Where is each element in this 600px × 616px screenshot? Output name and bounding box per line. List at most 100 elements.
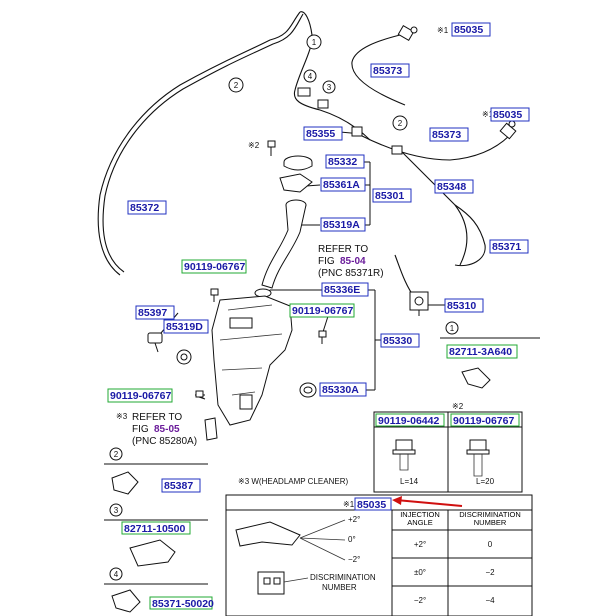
clamp-85387-icon xyxy=(111,471,139,495)
pn-85330: 85330 xyxy=(383,335,412,347)
bolt-20-icon xyxy=(469,439,487,451)
pn-90119-06767-c: 90119-06767 xyxy=(110,390,171,402)
svg-text:−2°: −2° xyxy=(348,555,360,564)
hose-85372 xyxy=(97,11,301,276)
inset-3: 3 82711-10500 xyxy=(104,503,208,567)
svg-text:FIG: FIG xyxy=(132,424,149,435)
disc-label-1: DISCRIMINATION xyxy=(310,573,376,582)
row3-num: −4 xyxy=(485,596,495,605)
row1-num: 0 xyxy=(488,540,493,549)
pn-85035-tbl: 85035 xyxy=(357,499,386,511)
pn-85035-mid: 85035 xyxy=(493,109,522,121)
bolt-small-icon xyxy=(195,288,327,400)
svg-text:※2: ※2 xyxy=(452,402,464,411)
pn-85301: 85301 xyxy=(375,190,404,202)
row3-angle: −2° xyxy=(414,596,426,605)
tank-cap-icon xyxy=(283,155,313,171)
col-injection-angle: INJECTION ANGLE xyxy=(400,511,440,527)
inset-4: 4 85371-50020 xyxy=(104,567,214,613)
pn-85372: 85372 xyxy=(130,202,159,214)
callout-circles: 1 2 4 3 2 xyxy=(228,34,408,131)
svg-text:+2°: +2° xyxy=(348,515,360,524)
nozzle-top-icon xyxy=(397,24,418,42)
bolt-14-icon xyxy=(395,439,413,451)
nozzle-body-icon xyxy=(235,521,301,547)
row2-angle: ±0° xyxy=(414,568,426,577)
bracket-lower-icon xyxy=(204,417,218,441)
svg-text:REFER TO: REFER TO xyxy=(318,244,368,255)
pn-85035-top: 85035 xyxy=(454,24,483,36)
svg-text:85-04: 85-04 xyxy=(340,256,366,267)
pn-82711-3a640: 82711-3A640 xyxy=(449,346,512,358)
clip-50020-icon xyxy=(111,589,141,613)
bracket-icon xyxy=(279,173,313,193)
pn-85310: 85310 xyxy=(447,300,476,312)
svg-text:※3: ※3 xyxy=(116,412,128,421)
svg-text:(PNC 85371R): (PNC 85371R) xyxy=(318,268,384,279)
note-1-mark-b: ※1 xyxy=(482,110,494,119)
red-arrow-icon xyxy=(392,496,463,507)
pn-85332: 85332 xyxy=(328,156,357,168)
pn-90119-06767-d: 90119-06767 xyxy=(453,415,514,427)
washer-pump-icon xyxy=(409,291,429,316)
callout-2b: 2 xyxy=(398,119,403,128)
pn-82711-10500: 82711-10500 xyxy=(124,523,185,535)
callout-3: 3 xyxy=(327,83,332,92)
svg-text:4: 4 xyxy=(114,570,119,579)
pn-85387: 85387 xyxy=(164,480,193,492)
bolt-icon xyxy=(267,140,276,156)
part-labels: 85035 85373 85035 85355 85373 85332 8536… xyxy=(107,22,530,493)
svg-text:REFER TO: REFER TO xyxy=(132,412,182,423)
clip-10500-icon xyxy=(129,539,176,567)
note-1-mark: ※1 xyxy=(437,26,449,35)
hose-top xyxy=(293,11,371,141)
pn-85371-50020: 85371-50020 xyxy=(152,598,214,610)
row2-num: −2 xyxy=(485,568,495,577)
svg-text:(PNC 85280A): (PNC 85280A) xyxy=(132,436,197,447)
inset-2: 2 xyxy=(104,447,208,495)
svg-text:1: 1 xyxy=(450,324,455,333)
washer-tank-icon xyxy=(211,295,293,426)
pn-85397: 85397 xyxy=(138,307,167,319)
hose-85372-inner xyxy=(102,13,304,273)
svg-text:※1: ※1 xyxy=(343,500,355,509)
pn-85336e: 85336E xyxy=(324,284,360,296)
svg-text:FIG: FIG xyxy=(318,256,335,267)
pn-85319d: 85319D xyxy=(166,321,203,333)
pn-85373-b: 85373 xyxy=(432,129,461,141)
hose-85373-a xyxy=(351,34,406,106)
svg-text:3: 3 xyxy=(114,506,119,515)
grommet-85319d-icon xyxy=(176,349,192,365)
clip-3a640-icon xyxy=(461,367,491,389)
callout-4: 4 xyxy=(308,72,313,81)
headlamp-cleaner-note: ※3 W(HEADLAMP CLEANER) xyxy=(238,477,348,486)
disc-label-2: NUMBER xyxy=(322,583,357,592)
svg-text:85-05: 85-05 xyxy=(154,424,180,435)
tank-outlet-icon xyxy=(299,382,317,398)
refer-fig-85-04: REFER TO FIG 85-04 (PNC 85371R) xyxy=(318,244,384,279)
clip-icon xyxy=(297,87,403,155)
nozzle-right-icon xyxy=(499,120,517,140)
hose-85373-b xyxy=(359,134,511,161)
callout-1: 1 xyxy=(312,38,317,47)
hose-85371 xyxy=(454,204,486,267)
refer-fig-85-05: ※3 REFER TO FIG 85-05 (PNC 85280A) xyxy=(116,412,197,447)
pn-85348: 85348 xyxy=(437,181,466,193)
svg-text:L=20: L=20 xyxy=(476,477,495,486)
hose-85348 xyxy=(399,149,468,266)
svg-text:2: 2 xyxy=(114,450,119,459)
inset-1: 1 xyxy=(440,321,540,389)
pn-85361a: 85361A xyxy=(323,179,360,191)
col-discrimination-number: DISCRIMINATION NUMBER xyxy=(459,511,521,527)
pn-85371: 85371 xyxy=(492,241,521,253)
pn-90119-06442: 90119-06442 xyxy=(378,415,439,427)
bolt-table: ※2 90119-06442 90119-06767 L=14 L=20 xyxy=(373,402,523,493)
svg-text:0°: 0° xyxy=(348,535,356,544)
pn-90119-06767-a: 90119-06767 xyxy=(184,261,245,273)
filler-neck-icon xyxy=(261,199,307,289)
svg-text:L=14: L=14 xyxy=(400,477,419,486)
pn-85373-a: 85373 xyxy=(373,65,402,77)
pn-85319a: 85319A xyxy=(323,219,360,231)
pn-90119-06767-b: 90119-06767 xyxy=(292,305,353,317)
